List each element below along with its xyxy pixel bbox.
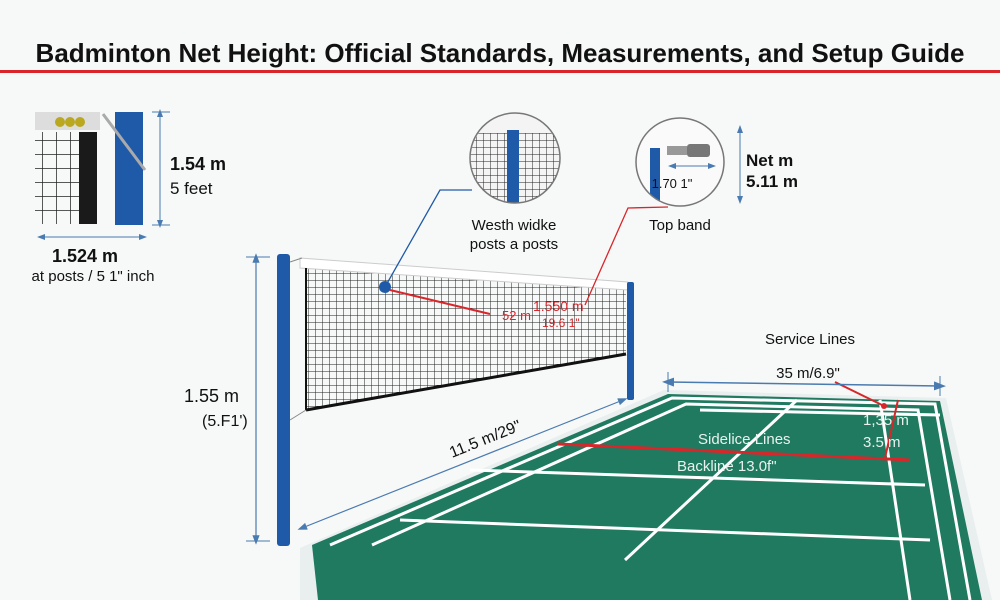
post-width-label: 1.524 m [52,246,118,266]
court [300,381,992,600]
inset-top-band [635,117,725,207]
sideline-label: Sidelice Lines [698,431,791,448]
court-width-dimension [662,377,946,391]
post-height-total-alt: (5.F1') [202,413,248,430]
post-height-total: 1.55 m [184,386,239,406]
inset-post [35,109,170,240]
net-center-sub: 19.6 1" [542,316,580,330]
court-width-label: 35 m/6.9" [776,365,840,382]
post-width-note: at posts / 5 1" inch [32,268,155,285]
backline-label: Backline 13.0f" [677,458,777,475]
net [289,257,629,421]
page-title: Badminton Net Height: Official Standards… [35,38,965,68]
left-post [277,254,290,546]
top-band-caption: Top band [649,217,711,234]
short-service-label-2: 3.5 m [863,434,901,451]
post-height-label: 1.54 m [170,154,226,174]
service-lines-label: Service Lines [765,331,855,348]
right-post [627,282,634,400]
callout-dot [379,281,391,293]
post-height-alt-label: 5 feet [170,179,213,198]
top-band-measure: 1.70 1" [652,176,693,191]
short-service-label: 1,35 m [863,412,909,429]
mesh-caption-2: posts a posts [470,236,558,253]
net-side-label-2: 5.11 m [746,172,798,191]
title-underline [0,70,1000,73]
inset-mesh [469,112,561,204]
net-side-label-1: Net m [746,151,793,170]
net-mid-label: 52 m [502,308,531,323]
mesh-caption-1: Westh widke [472,217,557,234]
net-length-dimension [297,398,628,530]
net-center-label: 1.550 m [533,298,584,314]
